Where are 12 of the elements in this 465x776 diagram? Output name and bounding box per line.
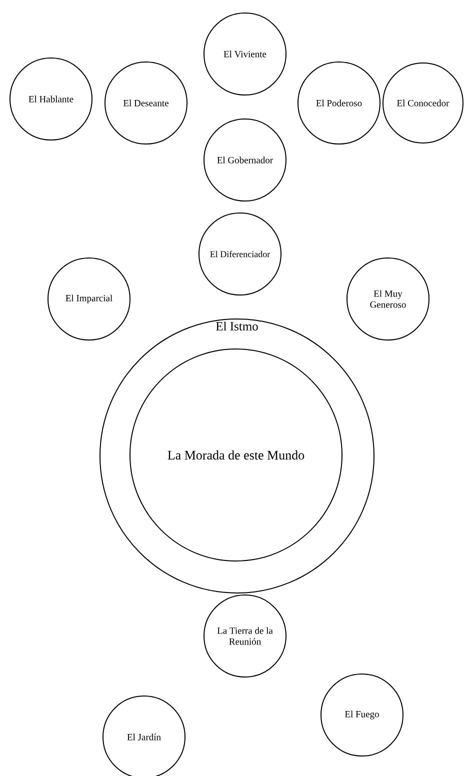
circle-node: El Deseante: [104, 62, 188, 144]
circle-node: El Hablante: [10, 58, 92, 140]
circle-node: El Conocedor: [382, 62, 464, 144]
circle-node: La Tierra de la Reunión: [204, 594, 286, 678]
circle-node: El Gobernador: [204, 118, 286, 202]
circle-node: El Poderoso: [298, 62, 380, 144]
circle-node: La Morada de este Mundo: [130, 348, 342, 562]
circle-node: El Muy Generoso: [346, 258, 430, 340]
circle-node: El Diferenciador: [198, 212, 282, 296]
circle-node: El Viviente: [204, 12, 286, 96]
circle-node: El Imparcial: [48, 258, 130, 340]
circle-node: El Fuego: [320, 674, 404, 756]
